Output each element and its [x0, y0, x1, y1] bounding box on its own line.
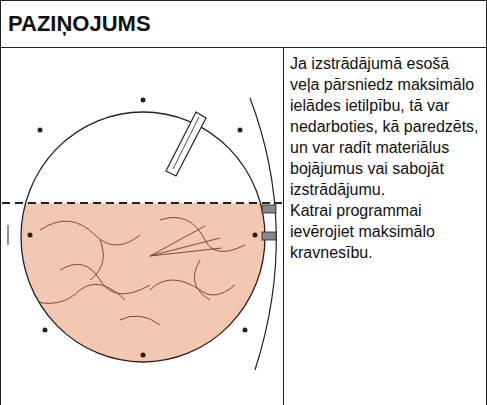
notice-text: Ja izstrādājumā esošā veļa pārsniedz mak… [290, 53, 482, 200]
notice-text: Katrai programmai ievērojiet maksimālo k… [290, 200, 482, 263]
notice-heading: PAZIŅOJUMS [8, 11, 151, 37]
